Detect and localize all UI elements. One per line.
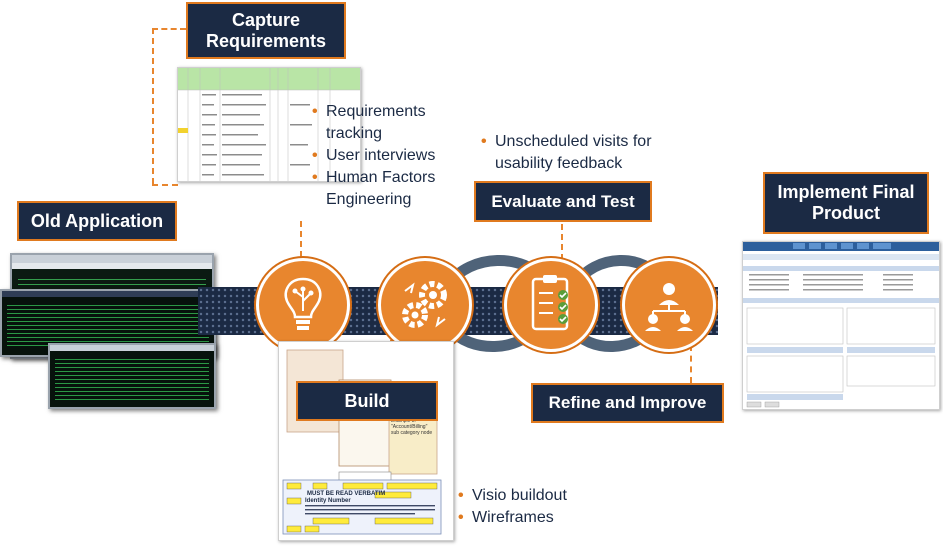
build-bullet-list: Visio buildout Wireframes <box>458 485 608 529</box>
capture-bullet-list: Requirements tracking User interviews Hu… <box>312 101 472 211</box>
refine-circle <box>622 258 716 352</box>
capture-bullet: User interviews <box>312 145 472 167</box>
gears-icon <box>402 281 447 328</box>
capture-requirements-label: Capture Requirements <box>186 2 346 59</box>
wireframe-heading: Identity Number <box>305 498 351 504</box>
clipboard-checklist-icon <box>531 275 569 331</box>
wireframe-notice: MUST BE READ VERBATIM <box>307 491 386 497</box>
connector-bulb <box>300 221 302 257</box>
capture-bullet: Requirements tracking <box>312 101 472 145</box>
connector-capture-bottom <box>152 184 178 186</box>
evaluate-bullet-list: Unscheduled visits for usability feedbac… <box>481 131 656 175</box>
build-bullet: Wireframes <box>458 507 608 529</box>
implement-final-product-label: Implement Final Product <box>763 172 929 234</box>
team-network-icon <box>645 283 693 331</box>
capture-bullet: Human Factors Engineering <box>312 167 472 211</box>
capture-circle <box>256 258 350 352</box>
evaluate-circle <box>504 258 598 352</box>
final-product-screenshot <box>742 241 940 410</box>
connector-capture <box>152 28 186 30</box>
wireframe-example-note: Example 3: "Account/Billing" sub categor… <box>391 418 433 436</box>
connector-refine <box>690 345 692 383</box>
build-label: Build <box>296 381 438 421</box>
connector-evaluate <box>561 224 563 260</box>
refine-improve-label: Refine and Improve <box>531 383 724 423</box>
evaluate-test-label: Evaluate and Test <box>474 181 652 222</box>
build-circle <box>378 258 472 352</box>
build-bullet: Visio buildout <box>458 485 608 507</box>
connector-capture-vertical <box>152 28 154 184</box>
build-wireframe-document: Example 3: "Account/Billing" sub categor… <box>278 341 454 541</box>
lightbulb-circuit-icon <box>284 277 322 330</box>
evaluate-bullet: Unscheduled visits for usability feedbac… <box>481 131 656 175</box>
requirements-spreadsheet <box>177 67 361 182</box>
old-application-label: Old Application <box>17 201 177 241</box>
